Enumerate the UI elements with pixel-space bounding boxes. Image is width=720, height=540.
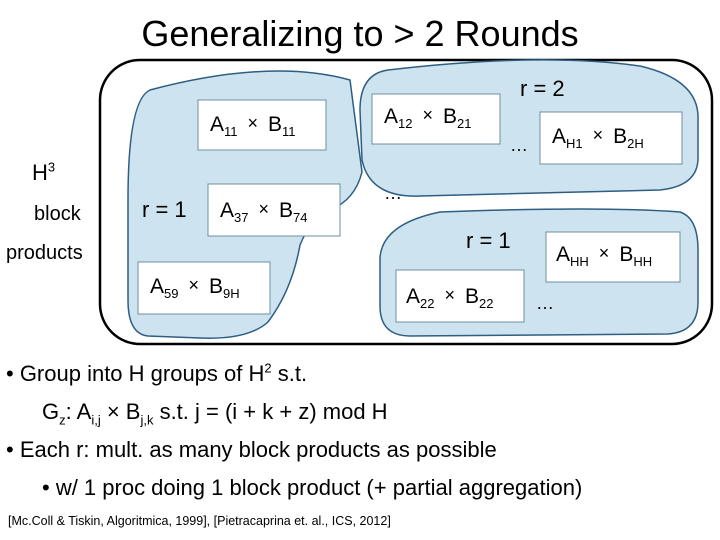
product-box-11: [197, 99, 327, 151]
product-a11-b11: A11×B11: [210, 113, 296, 140]
product-box-59: [137, 261, 271, 315]
product-ah1-b2h: AH1×B2H: [552, 125, 644, 152]
product-a22-b22: A22×B22: [406, 285, 494, 312]
ellipsis-top: …: [510, 135, 528, 155]
product-box-22: [395, 269, 525, 323]
product-box-hh: [545, 231, 681, 283]
products-label: products: [6, 242, 83, 264]
bullet-gz-definition: Gz: Ai,j × Bj,k s.t. j = (i + k + z) mod…: [42, 399, 388, 428]
h3-label: H3: [32, 159, 56, 185]
product-box-37: [207, 183, 341, 237]
bullet-group-into-h: • Group into H groups of H2 s.t.: [6, 360, 308, 386]
round-label-r1-left: r = 1: [142, 197, 187, 222]
bullet-one-proc: • w/ 1 proc doing 1 block product (+ par…: [42, 475, 583, 500]
round-label-r1-right: r = 1: [466, 228, 511, 253]
product-a12-b21: A12×B21: [384, 105, 472, 132]
round-label-r2: r = 2: [520, 76, 565, 101]
product-ahh-bhh: AHH×BHH: [556, 243, 653, 270]
ellipsis-middle: …: [384, 183, 402, 203]
product-a59-b9h: A59×B9H: [150, 275, 240, 302]
slide-title: Generalizing to > 2 Rounds: [141, 13, 579, 54]
product-a37-b74: A37×B74: [220, 199, 308, 226]
block-label: block: [34, 203, 81, 225]
bullet-each-round: • Each r: mult. as many block products a…: [6, 437, 497, 462]
product-box-h1: [539, 111, 683, 165]
citation: [Mc.Coll & Tiskin, Algoritmica, 1999], […: [8, 514, 391, 528]
ellipsis-bottom: …: [536, 293, 554, 313]
product-box-12: [371, 93, 501, 145]
